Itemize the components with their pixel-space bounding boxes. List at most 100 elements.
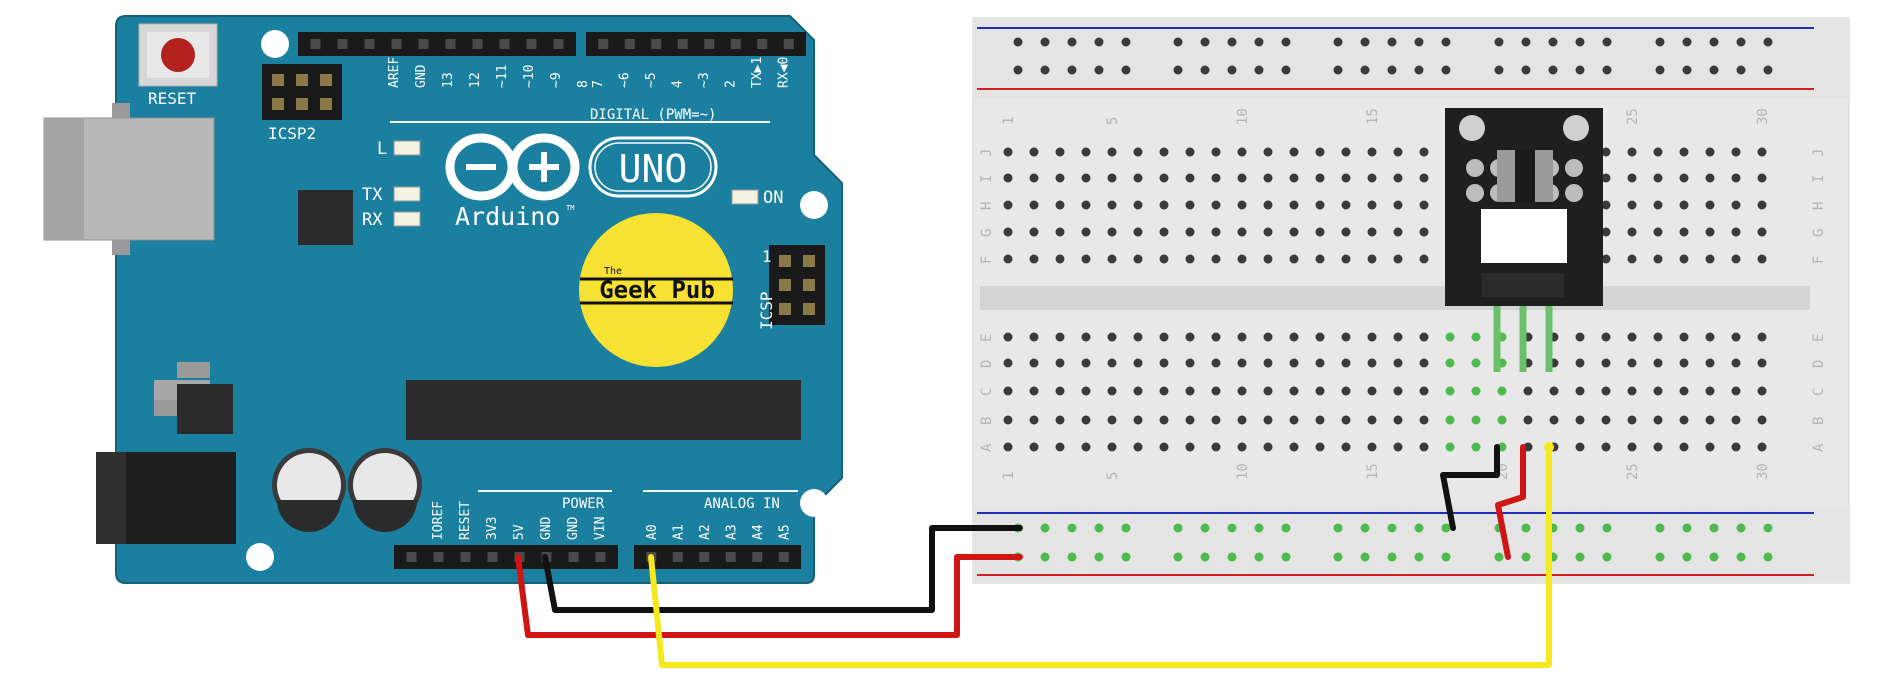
breadboard-hole[interactable] [1419,254,1429,264]
rail-hole[interactable] [1227,523,1237,533]
breadboard-hole[interactable] [1679,386,1689,396]
rail-hole[interactable] [1521,523,1531,533]
breadboard-hole[interactable] [1185,415,1195,425]
breadboard-hole[interactable] [1055,200,1065,210]
breadboard-hole[interactable] [1445,415,1455,425]
breadboard-hole[interactable] [1367,415,1377,425]
breadboard-hole[interactable] [1237,227,1247,237]
breadboard-hole[interactable] [1159,358,1169,368]
breadboard-hole[interactable] [1757,358,1767,368]
rail-hole[interactable] [1254,65,1264,75]
breadboard-hole[interactable] [1653,147,1663,157]
breadboard-hole[interactable] [1497,415,1507,425]
breadboard-hole[interactable] [1679,415,1689,425]
breadboard-hole[interactable] [1367,173,1377,183]
breadboard-hole[interactable] [1419,442,1429,452]
breadboard-hole[interactable] [1159,415,1169,425]
breadboard-hole[interactable] [1601,227,1611,237]
breadboard-hole[interactable] [1705,227,1715,237]
breadboard-hole[interactable] [1367,386,1377,396]
rail-hole[interactable] [1387,65,1397,75]
breadboard-hole[interactable] [1081,332,1091,342]
breadboard-hole[interactable] [1289,442,1299,452]
breadboard-hole[interactable] [1159,386,1169,396]
breadboard-hole[interactable] [1601,358,1611,368]
breadboard-hole[interactable] [1393,200,1403,210]
breadboard-hole[interactable] [1315,332,1325,342]
breadboard-hole[interactable] [1679,358,1689,368]
breadboard-hole[interactable] [1341,227,1351,237]
breadboard-hole[interactable] [1133,386,1143,396]
rail-hole[interactable] [1441,65,1451,75]
breadboard-hole[interactable] [1679,332,1689,342]
breadboard-hole[interactable] [1653,415,1663,425]
breadboard-hole[interactable] [1211,254,1221,264]
breadboard-hole[interactable] [1393,415,1403,425]
breadboard-hole[interactable] [1627,386,1637,396]
breadboard-hole[interactable] [1289,386,1299,396]
breadboard-hole[interactable] [1419,332,1429,342]
breadboard-hole[interactable] [1289,332,1299,342]
breadboard-hole[interactable] [1185,254,1195,264]
rail-hole[interactable] [1094,37,1104,47]
breadboard-hole[interactable] [1393,386,1403,396]
breadboard-hole[interactable] [1263,200,1273,210]
breadboard-hole[interactable] [1679,173,1689,183]
rail-hole[interactable] [1281,552,1291,562]
breadboard-hole[interactable] [1523,386,1533,396]
breadboard-hole[interactable] [1185,332,1195,342]
breadboard-hole[interactable] [1237,386,1247,396]
breadboard-hole[interactable] [1081,173,1091,183]
rail-hole[interactable] [1414,37,1424,47]
breadboard-hole[interactable] [1393,254,1403,264]
breadboard-hole[interactable] [1393,358,1403,368]
breadboard-hole[interactable] [1705,358,1715,368]
breadboard-hole[interactable] [1289,358,1299,368]
breadboard-hole[interactable] [1471,415,1481,425]
rail-hole[interactable] [1414,523,1424,533]
breadboard-hole[interactable] [1211,173,1221,183]
breadboard-hole[interactable] [1419,358,1429,368]
breadboard-hole[interactable] [1341,386,1351,396]
breadboard-hole[interactable] [1315,200,1325,210]
breadboard-hole[interactable] [1575,386,1585,396]
breadboard-hole[interactable] [1107,442,1117,452]
rail-hole[interactable] [1013,37,1023,47]
breadboard-hole[interactable] [1653,227,1663,237]
breadboard-hole[interactable] [1627,254,1637,264]
breadboard-hole[interactable] [1237,332,1247,342]
breadboard-hole[interactable] [1003,332,1013,342]
breadboard-hole[interactable] [1757,332,1767,342]
breadboard-hole[interactable] [1315,173,1325,183]
breadboard-hole[interactable] [1393,442,1403,452]
breadboard-hole[interactable] [1003,200,1013,210]
breadboard-hole[interactable] [1133,254,1143,264]
breadboard-hole[interactable] [1003,173,1013,183]
breadboard-hole[interactable] [1107,147,1117,157]
rail-hole[interactable] [1575,523,1585,533]
breadboard-hole[interactable] [1653,358,1663,368]
breadboard-hole[interactable] [1315,254,1325,264]
breadboard-hole[interactable] [1237,147,1247,157]
breadboard-hole[interactable] [1341,332,1351,342]
breadboard-hole[interactable] [1159,173,1169,183]
breadboard-hole[interactable] [1185,358,1195,368]
breadboard-hole[interactable] [1029,415,1039,425]
breadboard-hole[interactable] [1029,442,1039,452]
rail-hole[interactable] [1548,37,1558,47]
rail-hole[interactable] [1360,523,1370,533]
breadboard-hole[interactable] [1263,227,1273,237]
breadboard-hole[interactable] [1081,200,1091,210]
rail-hole[interactable] [1709,523,1719,533]
rail-hole[interactable] [1575,65,1585,75]
breadboard-hole[interactable] [1627,415,1637,425]
rail-hole[interactable] [1254,37,1264,47]
breadboard-hole[interactable] [1419,200,1429,210]
breadboard-hole[interactable] [1107,173,1117,183]
breadboard-hole[interactable] [1601,442,1611,452]
breadboard-hole[interactable] [1679,147,1689,157]
breadboard-hole[interactable] [1263,332,1273,342]
breadboard-hole[interactable] [1705,415,1715,425]
breadboard-hole[interactable] [1211,442,1221,452]
breadboard-hole[interactable] [1315,227,1325,237]
